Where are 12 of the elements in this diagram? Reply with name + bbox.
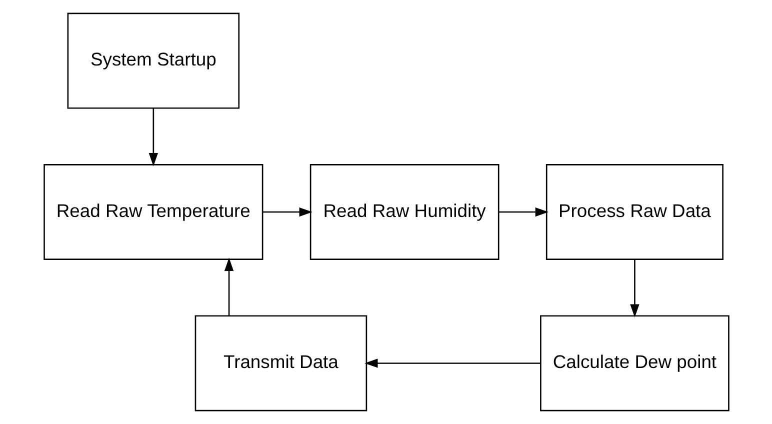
arrow <box>364 358 540 368</box>
node-box: Process Raw Data <box>545 164 723 260</box>
node-box: System Startup <box>66 12 240 109</box>
arrow <box>630 259 639 318</box>
arrow <box>148 108 158 166</box>
node-box: Read Raw Temperature <box>43 164 263 260</box>
arrow <box>262 207 312 217</box>
node-box: Transmit Data <box>194 315 367 412</box>
arrow <box>224 258 234 316</box>
node-box: Read Raw Humidity <box>309 164 499 260</box>
arrow <box>498 207 548 217</box>
node-box: Calculate Dew point <box>540 315 729 412</box>
